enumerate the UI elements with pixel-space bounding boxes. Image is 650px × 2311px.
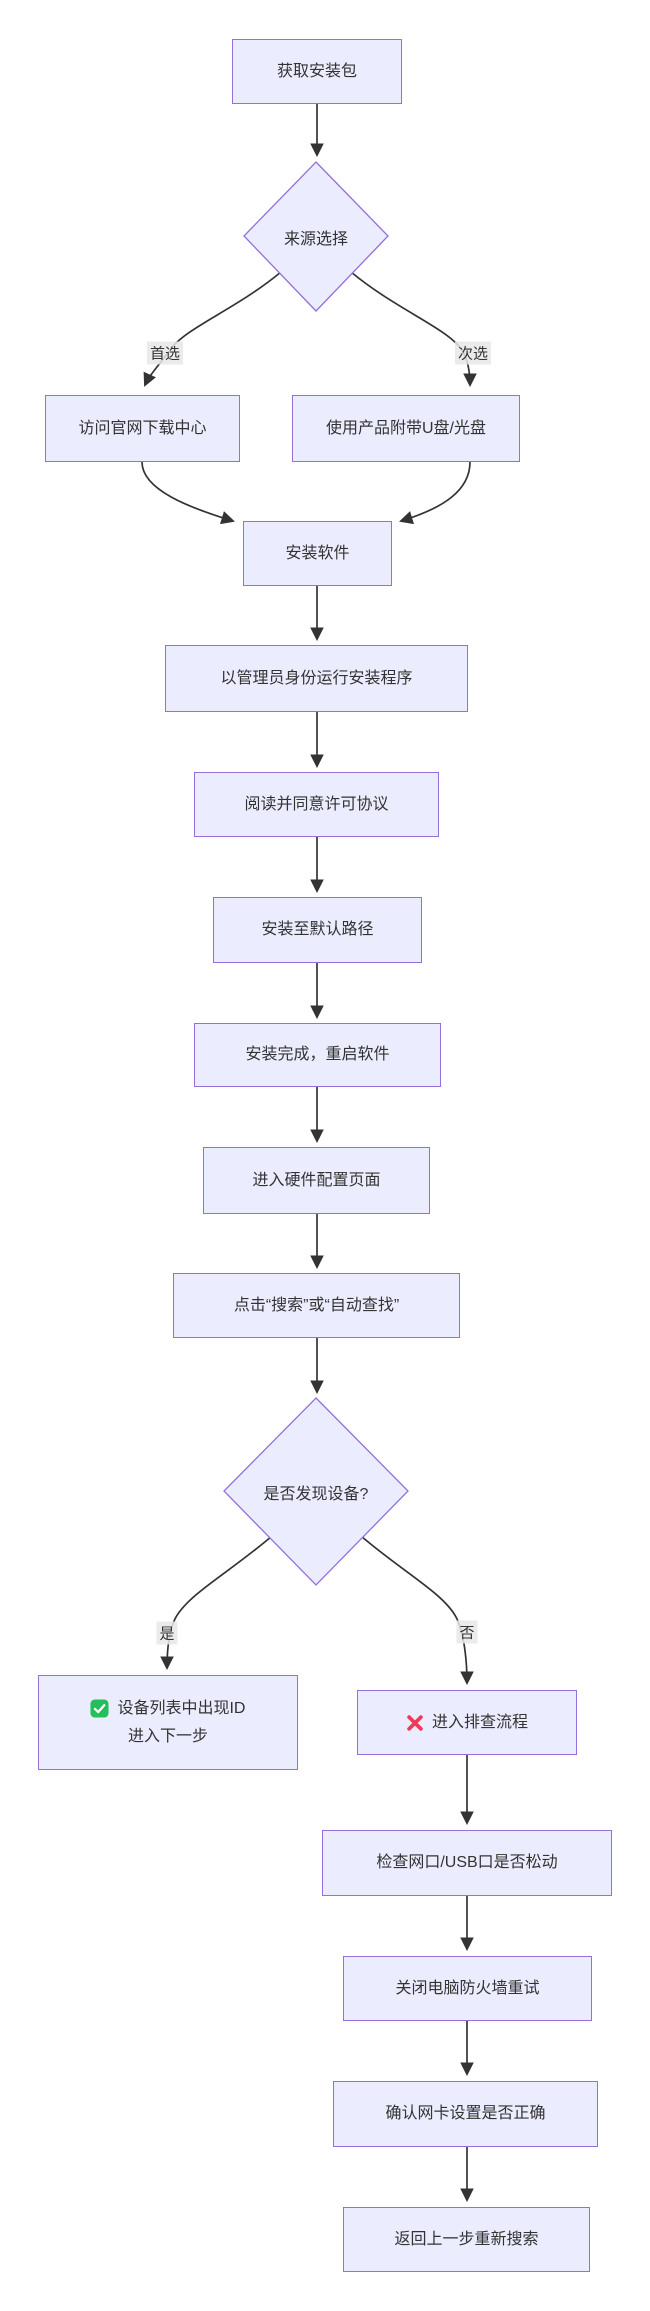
node-official-site-label: 访问官网下载中心	[78, 419, 207, 437]
node-check-ports-label: 检查网口/USB口是否松动	[376, 1854, 558, 1871]
node-check-ports: 检查网口/USB口是否松动	[322, 1830, 612, 1896]
edge-officialsite-to-install	[141, 461, 235, 525]
edge-usbcd-to-install	[399, 461, 471, 525]
node-nic-settings-label: 确认网卡设置是否正确	[385, 2105, 546, 2122]
node-firewall-label: 关闭电脑防火墙重试	[395, 1979, 540, 1997]
edge-label-secondary: 次选	[454, 341, 492, 365]
node-install-software: 安装软件	[243, 521, 392, 586]
node-usb-cd: 使用产品附带U盘/光盘	[292, 395, 520, 462]
node-default-path: 安装至默认路径	[213, 897, 422, 963]
node-restart-label: 安装完成，重启软件	[245, 1046, 390, 1063]
node-license-label: 阅读并同意许可协议	[244, 795, 389, 813]
node-success-line1: 设备列表中出现ID	[117, 1699, 246, 1717]
edge-devicefound-to-troubleshoot	[360, 1535, 474, 1686]
node-run-as-admin-label: 以管理员身份运行安装程序	[220, 669, 413, 687]
node-click-search: 点击“搜索”或“自动查找”	[173, 1273, 460, 1338]
edge-sourcechoice-to-officialsite	[143, 271, 282, 387]
node-get-package-label: 获取安装包	[276, 62, 357, 80]
node-success: 设备列表中出现ID 进入下一步	[38, 1675, 298, 1770]
node-success-line2: 进入下一步	[127, 1727, 208, 1745]
decision-device-found-shape	[223, 1397, 409, 1586]
node-default-path-label: 安装至默认路径	[261, 921, 374, 938]
node-run-as-admin: 以管理员身份运行安装程序	[165, 645, 468, 712]
node-troubleshoot-label: 进入排查流程	[431, 1713, 528, 1731]
node-firewall: 关闭电脑防火墙重试	[343, 1956, 592, 2021]
edge-sourcechoice-to-usbcd	[350, 271, 477, 388]
node-license: 阅读并同意许可协议	[194, 772, 439, 837]
check-icon	[90, 1699, 110, 1718]
edge-label-yes: 是	[156, 1621, 178, 1645]
cross-icon	[407, 1714, 423, 1731]
decision-source-choice-shape	[243, 161, 389, 312]
node-hardware-page-label: 进入硬件配置页面	[252, 1171, 381, 1189]
node-research-label: 返回上一步重新搜索	[394, 2230, 539, 2248]
node-nic-settings: 确认网卡设置是否正确	[333, 2081, 598, 2147]
edge-label-preferred: 首选	[146, 341, 184, 365]
node-official-site: 访问官网下载中心	[45, 395, 240, 462]
node-click-search-label: 点击“搜索”或“自动查找”	[233, 1296, 400, 1314]
edge-devicefound-to-success	[160, 1535, 273, 1671]
node-hardware-page: 进入硬件配置页面	[203, 1147, 430, 1214]
edge-label-no: 否	[456, 1620, 478, 1644]
node-install-software-label: 安装软件	[285, 544, 350, 562]
node-usb-cd-label: 使用产品附带U盘/光盘	[325, 419, 486, 437]
node-troubleshoot: 进入排查流程	[357, 1690, 577, 1755]
node-research: 返回上一步重新搜索	[343, 2207, 590, 2272]
node-get-package: 获取安装包	[232, 39, 402, 104]
node-restart: 安装完成，重启软件	[194, 1023, 441, 1087]
